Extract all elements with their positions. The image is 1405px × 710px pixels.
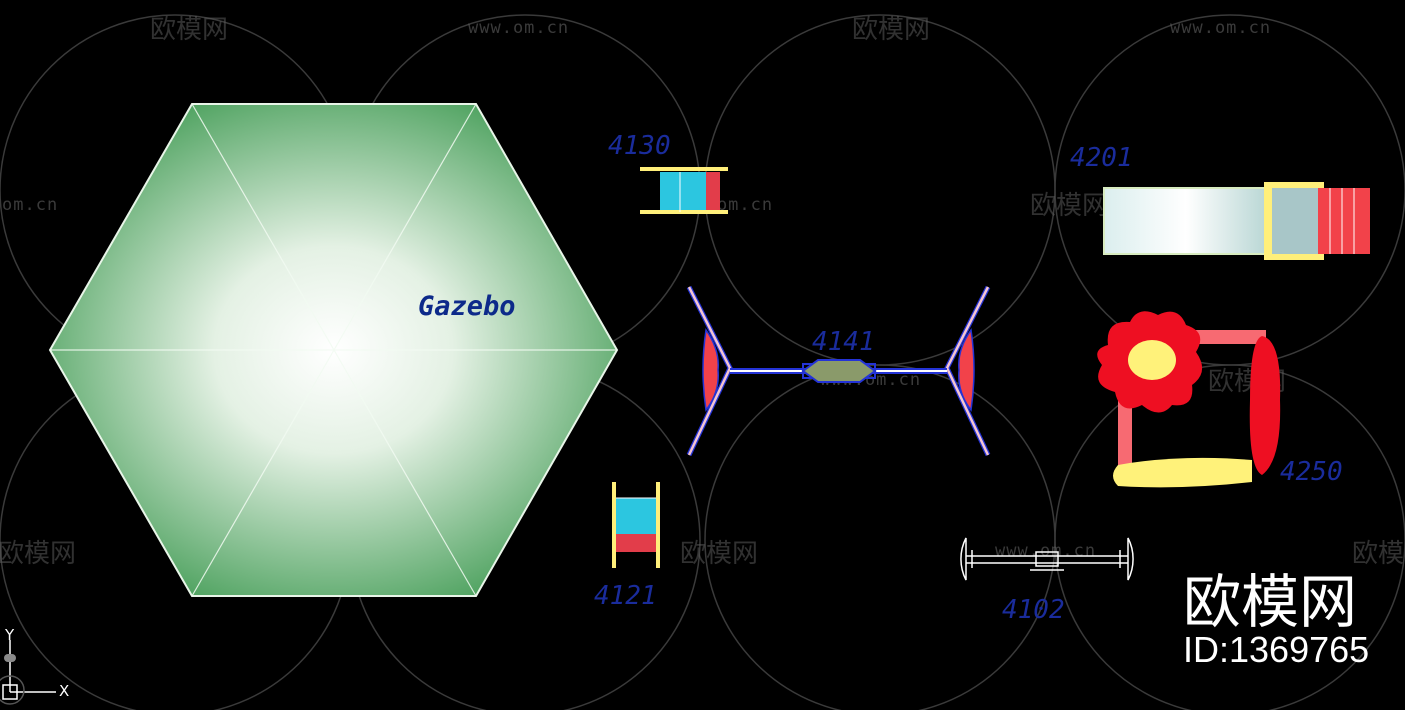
watermark-brand: 欧模网 [852, 15, 930, 45]
brand-title: 欧模网 [1183, 568, 1357, 636]
element-4130: 4130 [608, 131, 728, 214]
watermark-brand: 欧模网 [1352, 539, 1405, 569]
ucs-y-label: Y [4, 626, 15, 644]
watermark-url: www.om.cn [1170, 18, 1271, 38]
element-4201: 4201 [1070, 143, 1370, 260]
ucs-x-label: X [59, 682, 69, 700]
brand-id: ID:1369765 [1183, 629, 1369, 670]
element-4121: 4121 [594, 482, 660, 611]
label-4141: 4141 [812, 327, 875, 357]
watermark-url: www.om.cn [468, 18, 569, 38]
watermark-url: www.om.cn [995, 541, 1096, 561]
watermark-brand: 欧模网 [150, 15, 228, 45]
brand-block: 欧模网 ID:1369765 [1183, 568, 1369, 670]
watermark-url: om.cn [2, 195, 58, 215]
label-4250: 4250 [1280, 457, 1343, 487]
label-4130: 4130 [608, 131, 671, 161]
element-4141: 4141 [686, 285, 991, 457]
label-4102: 4102 [1002, 595, 1065, 625]
watermark-brand: 欧模网 [680, 539, 758, 569]
gazebo-hexagon: Gazebo [48, 103, 619, 597]
element-4250: 4250 [1097, 311, 1343, 488]
watermark-brand: 欧模网 [1030, 191, 1108, 221]
gazebo-label: Gazebo [418, 291, 516, 322]
label-4201: 4201 [1070, 143, 1133, 173]
element-4102: 4102 [960, 537, 1134, 625]
ucs-icon: Y X [0, 626, 69, 705]
label-4121: 4121 [594, 581, 657, 611]
watermark-brand: 欧模网 [0, 539, 76, 569]
